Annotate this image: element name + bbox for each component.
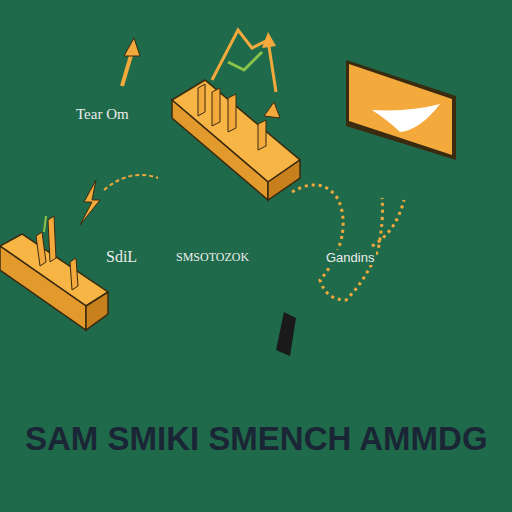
text-label: Gandins [324,250,376,265]
title: SAM SMIKI SMENCH AMMDG [25,420,488,458]
card-icon [346,60,456,160]
arrow-icon [122,38,140,86]
dark-shape [276,312,296,356]
text-label: Tear Om [74,106,131,123]
bar-block [172,30,300,200]
text-label: SMSOTOZOK [174,250,251,265]
dotted-path [292,185,404,300]
bar-block [0,216,108,330]
arrow-icon [80,175,158,225]
text-label: SdiL [104,248,139,266]
